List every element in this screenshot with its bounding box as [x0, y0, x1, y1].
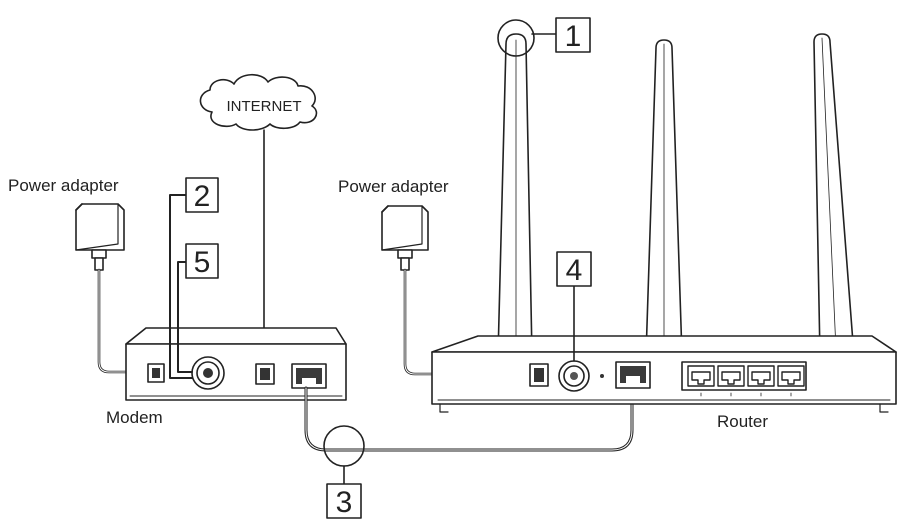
callout-5-number: 5 [194, 246, 211, 279]
callout-2: 2 [185, 177, 219, 213]
power-adapter-left-label: Power adapter [8, 176, 119, 195]
callout-5: 5 [185, 243, 219, 279]
modem-power-adapter: Power adapter [8, 176, 125, 271]
router-antennas [497, 33, 855, 357]
antenna-highlight-circle [497, 19, 535, 57]
modem-device [125, 327, 347, 401]
callout-4: 4 [556, 251, 592, 287]
modem-label: Modem [106, 408, 163, 427]
internet-cloud: INTERNET [199, 73, 318, 131]
router-device [431, 335, 897, 413]
callout-3: 3 [326, 483, 362, 519]
internet-label: INTERNET [227, 98, 302, 115]
cable-highlight-circle [323, 425, 365, 467]
router-power-adapter: Power adapter [338, 177, 449, 271]
callout-5-leader [177, 261, 193, 373]
callout-3-number: 3 [336, 486, 353, 519]
callout-1: 1 [555, 17, 591, 53]
callout-1-number: 1 [565, 20, 582, 53]
power-adapter-right-label: Power adapter [338, 177, 449, 196]
callout-4-number: 4 [566, 254, 583, 287]
callout-2-leader [169, 194, 193, 379]
router-label: Router [717, 412, 768, 431]
callout-2-number: 2 [194, 180, 211, 213]
